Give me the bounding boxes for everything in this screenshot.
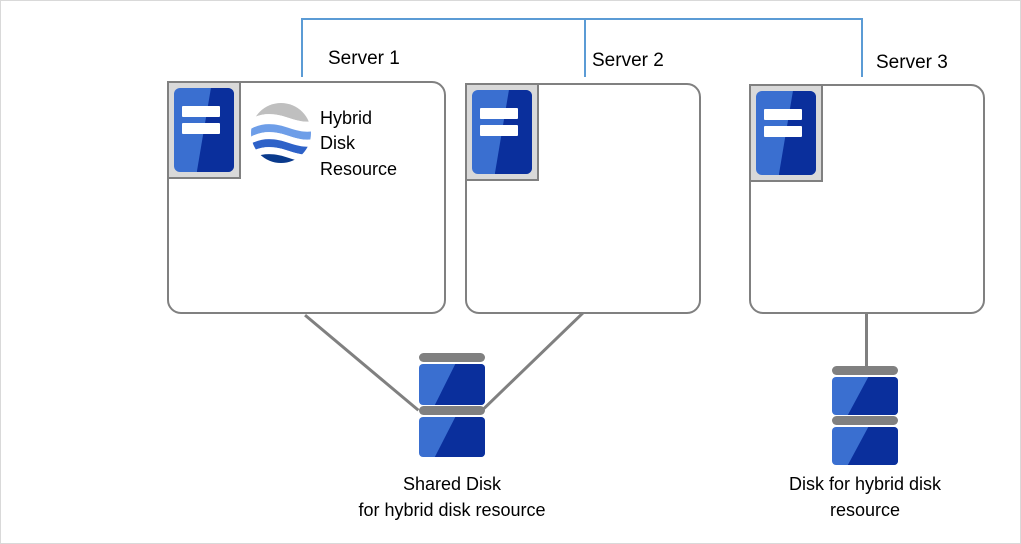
shared-disk-caption-line-2: for hybrid disk resource <box>358 500 546 520</box>
shared-disk-caption: Shared Disk for hybrid disk resource <box>312 471 592 523</box>
shared-disk-icon <box>419 353 485 457</box>
hybrid-disk-resource-line-2: Disk <box>320 133 355 153</box>
server-icon-bar-top <box>182 106 220 118</box>
server-icon-bar-bottom <box>764 126 802 138</box>
disk-plate-lower <box>832 427 898 465</box>
server-icon-body <box>756 91 816 175</box>
network-bus-horizontal <box>301 18 863 20</box>
disk-cap-top <box>832 366 898 375</box>
connector-server3-to-local-disk <box>865 314 868 366</box>
server-icon-bar-bottom <box>480 125 518 137</box>
server-icon-body <box>472 90 532 174</box>
server-icon-3 <box>749 84 823 182</box>
local-disk-caption: Disk for hybrid disk resource <box>745 471 985 523</box>
network-tap-server-3 <box>861 18 863 77</box>
connector-server1-to-shared-disk <box>304 314 420 412</box>
server-icon-body <box>174 88 234 172</box>
disk-plate-upper <box>419 364 485 405</box>
network-tap-server-2 <box>584 18 586 77</box>
server-icon-1 <box>167 81 241 179</box>
local-disk-icon <box>832 366 898 465</box>
server-label-2: Server 2 <box>592 50 664 71</box>
disk-cap-middle <box>832 416 898 425</box>
globe-icon <box>249 101 313 165</box>
disk-cap-top <box>419 353 485 362</box>
server-icon-bar-top <box>764 109 802 121</box>
connector-server2-to-shared-disk <box>482 311 584 410</box>
shared-disk-caption-line-1: Shared Disk <box>402 474 502 494</box>
local-disk-caption-line-2: resource <box>829 500 901 520</box>
hybrid-disk-resource-line-1: Hybrid <box>320 108 373 128</box>
server-icon-2 <box>465 83 539 181</box>
local-disk-caption-line-1: Disk for hybrid disk <box>788 474 942 494</box>
disk-cap-middle <box>419 406 485 415</box>
hybrid-disk-resource-line-3: Resource <box>320 159 398 179</box>
server-label-1: Server 1 <box>328 48 400 69</box>
server-icon-bar-top <box>480 108 518 120</box>
globe-icon-svg <box>251 103 311 163</box>
server-icon-bar-bottom <box>182 123 220 135</box>
disk-plate-lower <box>419 417 485 457</box>
network-tap-server-1 <box>301 18 303 77</box>
server-label-3: Server 3 <box>876 52 948 73</box>
disk-plate-upper <box>832 377 898 415</box>
